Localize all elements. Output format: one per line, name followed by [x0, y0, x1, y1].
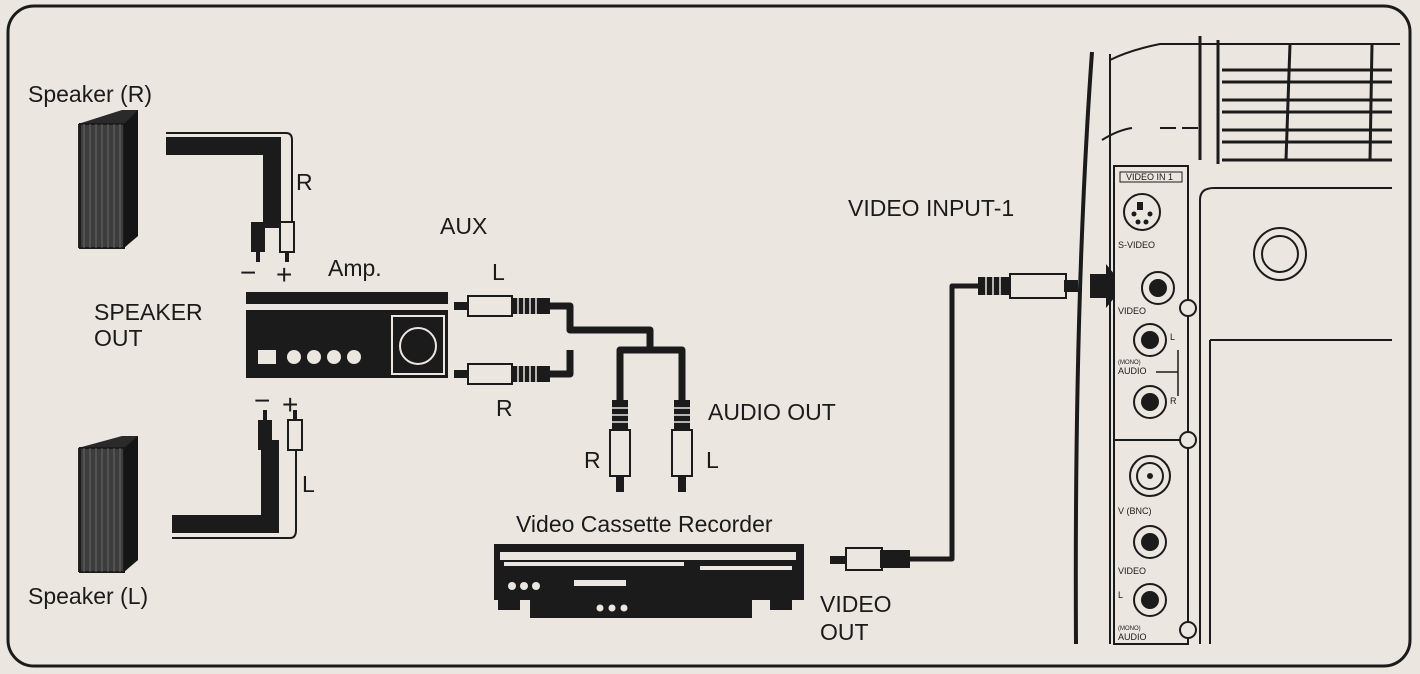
- video2-jack-icon: [1133, 525, 1167, 559]
- video-input-plug-icon: [978, 273, 1078, 299]
- speaker-l-channel-label: L: [302, 471, 315, 497]
- amplifier-icon: [246, 292, 448, 378]
- panel-video-label: VIDEO: [1118, 306, 1146, 316]
- speaker-out-label-line2: OUT: [94, 325, 143, 351]
- bnc-jack-icon: [1129, 455, 1171, 497]
- speaker-l-minus-label: −: [254, 385, 270, 416]
- panel-mono-label: (MONO): [1118, 360, 1141, 366]
- speaker-r-label: Speaker (R): [28, 81, 152, 107]
- panel-video-in-label: VIDEO IN 1: [1126, 172, 1173, 182]
- speaker-r-minus-label: −: [240, 257, 256, 288]
- vcr-r-label: R: [584, 447, 601, 473]
- speaker-r-icon: [78, 110, 138, 249]
- audio-out-label: AUDIO OUT: [708, 399, 836, 425]
- panel-mono2-label: (MONO): [1118, 626, 1141, 632]
- aux-l-label: L: [492, 259, 505, 285]
- speaker-r-plus-label: +: [276, 259, 292, 290]
- panel-bnc-label: V (BNC): [1118, 506, 1152, 516]
- speaker-l-label: Speaker (L): [28, 583, 148, 609]
- diagram-frame: [6, 4, 1412, 668]
- panel-audio-r-label: R: [1170, 396, 1177, 406]
- vcr-icon: [494, 544, 804, 618]
- video-out-label-line2: OUT: [820, 619, 869, 645]
- audio-l-jack-icon: [1133, 323, 1167, 357]
- audio-r-jack-icon: [1133, 385, 1167, 419]
- aux-label: AUX: [440, 213, 487, 239]
- aux-l-plug-icon: [454, 295, 550, 317]
- audio-cable: [548, 302, 686, 402]
- video-input-label: VIDEO INPUT-1: [848, 195, 1014, 221]
- speaker-out-label-line1: SPEAKER: [94, 299, 203, 325]
- panel-audio-l-label: L: [1170, 332, 1175, 342]
- panel-s-video-label: S-VIDEO: [1118, 240, 1155, 250]
- vcr-audio-r-plug-icon: [609, 400, 631, 492]
- speaker-cable-r: [166, 132, 295, 262]
- panel-l2-label: L: [1118, 590, 1123, 600]
- video-cable: [908, 283, 980, 562]
- amp-label: Amp.: [328, 255, 382, 281]
- panel-screw-icon: [1179, 299, 1197, 317]
- panel-screw-icon: [1179, 431, 1197, 449]
- speaker-cable-l: [172, 410, 303, 539]
- video-out-plug-icon: [830, 547, 910, 571]
- aux-r-plug-icon: [454, 363, 550, 385]
- video-out-label-line1: VIDEO: [820, 591, 892, 617]
- vcr-audio-l-plug-icon: [671, 400, 693, 492]
- aux-r-label: R: [496, 395, 513, 421]
- speaker-r-channel-label: R: [296, 169, 313, 195]
- speaker-l-icon: [78, 436, 138, 573]
- speaker-l-plus-label: +: [282, 389, 298, 420]
- vcr-label: Video Cassette Recorder: [516, 511, 773, 537]
- video-jack-icon: [1141, 271, 1175, 305]
- arrow-right-icon: [1090, 264, 1124, 308]
- panel-audio2-label: AUDIO: [1118, 632, 1147, 642]
- panel-screw-icon: [1179, 621, 1197, 639]
- panel-audio-label: AUDIO: [1118, 366, 1147, 376]
- panel-video2-label: VIDEO: [1118, 566, 1146, 576]
- vcr-l-label: L: [706, 447, 719, 473]
- s-video-jack-icon: [1123, 193, 1161, 231]
- audio2-jack-icon: [1133, 583, 1167, 617]
